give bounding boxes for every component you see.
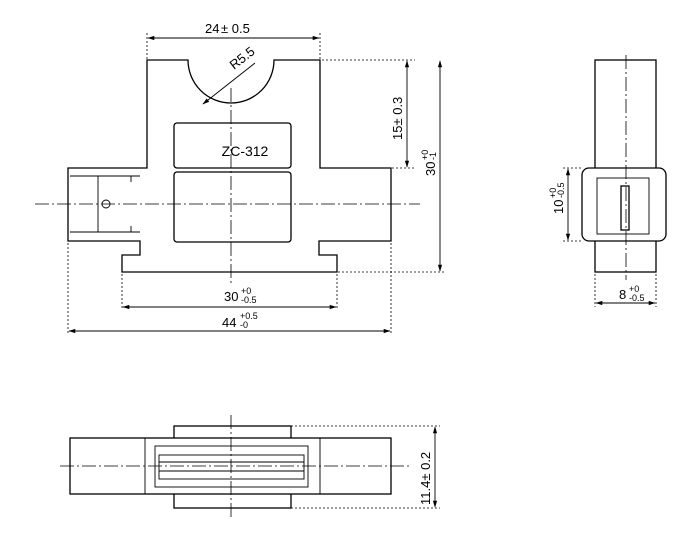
dim-side-height: 10 +0 -0.5 — [548, 167, 582, 242]
front-view: ZC-312 24 ± 0.5 R5.5 15± 0.3 — [35, 21, 445, 335]
svg-text:+0: +0 — [420, 150, 430, 160]
dim-bottom-width: 30 +0 -0.5 — [121, 274, 338, 310]
dim-radius: R5.5 — [202, 44, 258, 105]
side-view-slot — [620, 185, 630, 231]
svg-text:+0: +0 — [629, 284, 639, 294]
svg-text:11.4± 0.2: 11.4± 0.2 — [418, 452, 433, 505]
svg-text:-1: -1 — [428, 152, 438, 160]
svg-text:-0.5: -0.5 — [629, 293, 645, 303]
svg-text:+0: +0 — [241, 286, 251, 296]
dim-bottom-view-height: 11.4± 0.2 — [291, 425, 440, 509]
svg-text:± 0.5: ± 0.5 — [221, 21, 250, 36]
label-window — [173, 122, 292, 169]
svg-text:15± 0.3: 15± 0.3 — [390, 97, 405, 140]
svg-text:10: 10 — [551, 200, 566, 214]
svg-text:+0.5: +0.5 — [240, 311, 258, 321]
svg-text:+0: +0 — [548, 188, 558, 198]
bottom-view-slot — [158, 454, 305, 480]
svg-text:-0: -0 — [240, 320, 248, 330]
svg-text:8: 8 — [619, 287, 626, 302]
bottom-view: 11.4± 0.2 — [60, 415, 440, 520]
connector-detail — [70, 175, 140, 233]
dim-total-width: 44 +0.5 -0 — [67, 243, 392, 335]
svg-text:30: 30 — [423, 162, 438, 176]
side-view: 10 +0 -0.5 8 +0 -0.5 — [548, 55, 667, 307]
dim-slot-height: 15± 0.3 — [322, 59, 415, 169]
dim-top-width: 24 ± 0.5 — [146, 21, 321, 60]
svg-text:30: 30 — [224, 289, 238, 304]
core-window — [173, 171, 292, 243]
dim-side-width: 8 +0 -0.5 — [594, 274, 657, 307]
bottom-view-bar — [154, 445, 309, 488]
svg-text:24: 24 — [205, 21, 219, 36]
dim-total-height: 30 +0 -1 — [338, 60, 445, 273]
svg-text:R5.5: R5.5 — [227, 44, 258, 73]
part-label: ZC-312 — [222, 143, 269, 159]
svg-text:-0.5: -0.5 — [241, 295, 257, 305]
svg-text:-0.5: -0.5 — [556, 182, 566, 198]
side-view-inner — [596, 177, 650, 235]
svg-text:44: 44 — [222, 315, 236, 330]
